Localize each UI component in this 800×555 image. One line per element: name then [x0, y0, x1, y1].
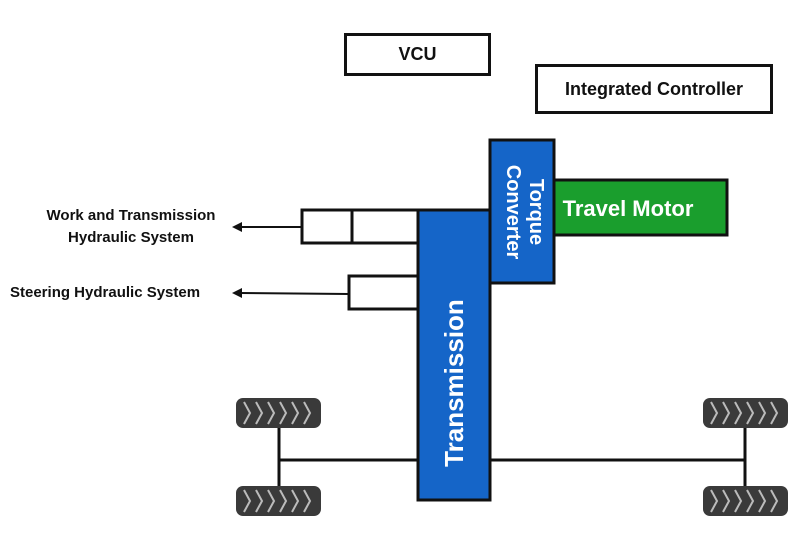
vcu-label: VCU [398, 44, 437, 64]
transmission-label-group: Transmission [439, 299, 469, 467]
work-hydraulic-line2: Hydraulic System [68, 229, 194, 246]
torque-converter-line2: Converter [502, 165, 524, 260]
arrow-left-icon [232, 222, 242, 232]
tire-icon [236, 486, 321, 516]
vcu-box: VCU [344, 33, 491, 76]
work-hydraulic-line1: Work and Transmission [46, 207, 216, 224]
tire-icon [703, 398, 788, 428]
work-pump-box-1 [300, 208, 354, 245]
transmission-label: Transmission [439, 299, 469, 467]
tire-icon [703, 486, 788, 516]
work-hydraulic-label: Work and Transmission Hydraulic System [20, 205, 242, 249]
tire-icon [236, 398, 321, 428]
work-pump-box-2 [350, 208, 420, 245]
torque-converter-line1: Torque [525, 179, 547, 245]
arrow-left-icon [232, 288, 242, 298]
steering-hydraulic-label: Steering Hydraulic System [10, 284, 201, 301]
integrated-controller-box: Integrated Controller [535, 64, 773, 114]
transmission-block [416, 208, 492, 502]
torque-converter-label: Torque Converter [502, 165, 547, 260]
integrated-controller-label: Integrated Controller [564, 78, 743, 99]
steering-pump-box [347, 274, 420, 311]
travel-motor-label: Travel Motor [563, 196, 694, 221]
steering-hydraulic-arrow-line [239, 292, 350, 295]
